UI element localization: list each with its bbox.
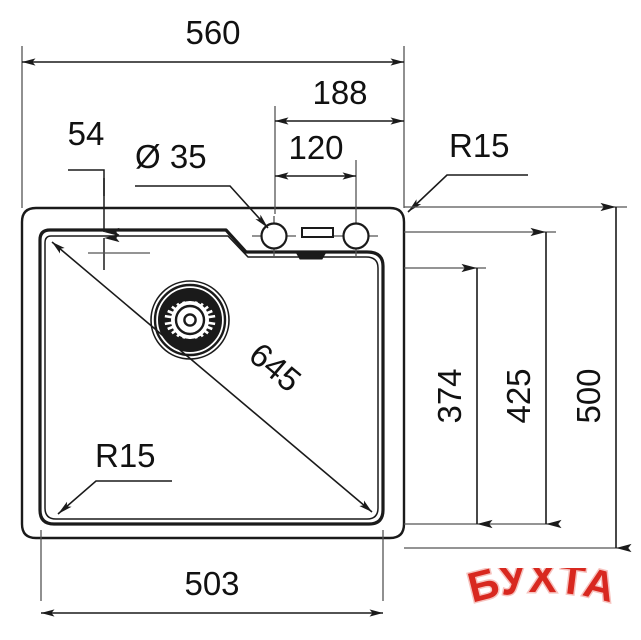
dimension-hole-edge-distance: 188 [274, 74, 404, 214]
sink-outline-group [20, 206, 406, 540]
dimension-overall-width: 560 [21, 14, 405, 208]
overflow-slot [301, 227, 334, 238]
dim-label-503: 503 [184, 565, 239, 602]
dimension-corner-radius-top: R15 [407, 127, 528, 213]
dimension-hole-spacing: 120 [275, 129, 357, 216]
tap-hole-left [260, 222, 288, 250]
sink-bowl-rim-line [44, 235, 379, 520]
drain-center-hole [183, 313, 197, 327]
leader-54 [68, 169, 105, 196]
dim-label-374: 374 [431, 368, 468, 423]
dim-label-188: 188 [312, 74, 367, 111]
tap-deck-tab [295, 251, 327, 260]
dim-label-500: 500 [570, 368, 607, 423]
tap-hole-right [342, 222, 370, 250]
dimension-bowl-height: 425 [404, 227, 562, 529]
dim-label-54: 54 [68, 115, 105, 152]
dim-label-560: 560 [185, 14, 240, 51]
dim-label-425: 425 [500, 368, 537, 423]
dim-label-r15-top: R15 [449, 127, 510, 164]
drain-strainer-group [150, 280, 230, 360]
dim-label-d35: Ø 35 [135, 138, 207, 175]
dimension-overall-height: 500 [404, 202, 632, 553]
leader-r15-top [407, 174, 528, 213]
watermark-text: БУХТА [463, 568, 621, 611]
watermark-buhta: БУХТА [461, 568, 621, 613]
dim-label-120: 120 [288, 129, 343, 166]
dimension-bowl-width: 503 [40, 530, 384, 617]
leader-d35 [135, 185, 269, 229]
dimension-hole-diameter: Ø 35 [135, 138, 269, 229]
dim-label-r15-bottom: R15 [95, 437, 156, 474]
dim-line-645 [51, 241, 373, 513]
